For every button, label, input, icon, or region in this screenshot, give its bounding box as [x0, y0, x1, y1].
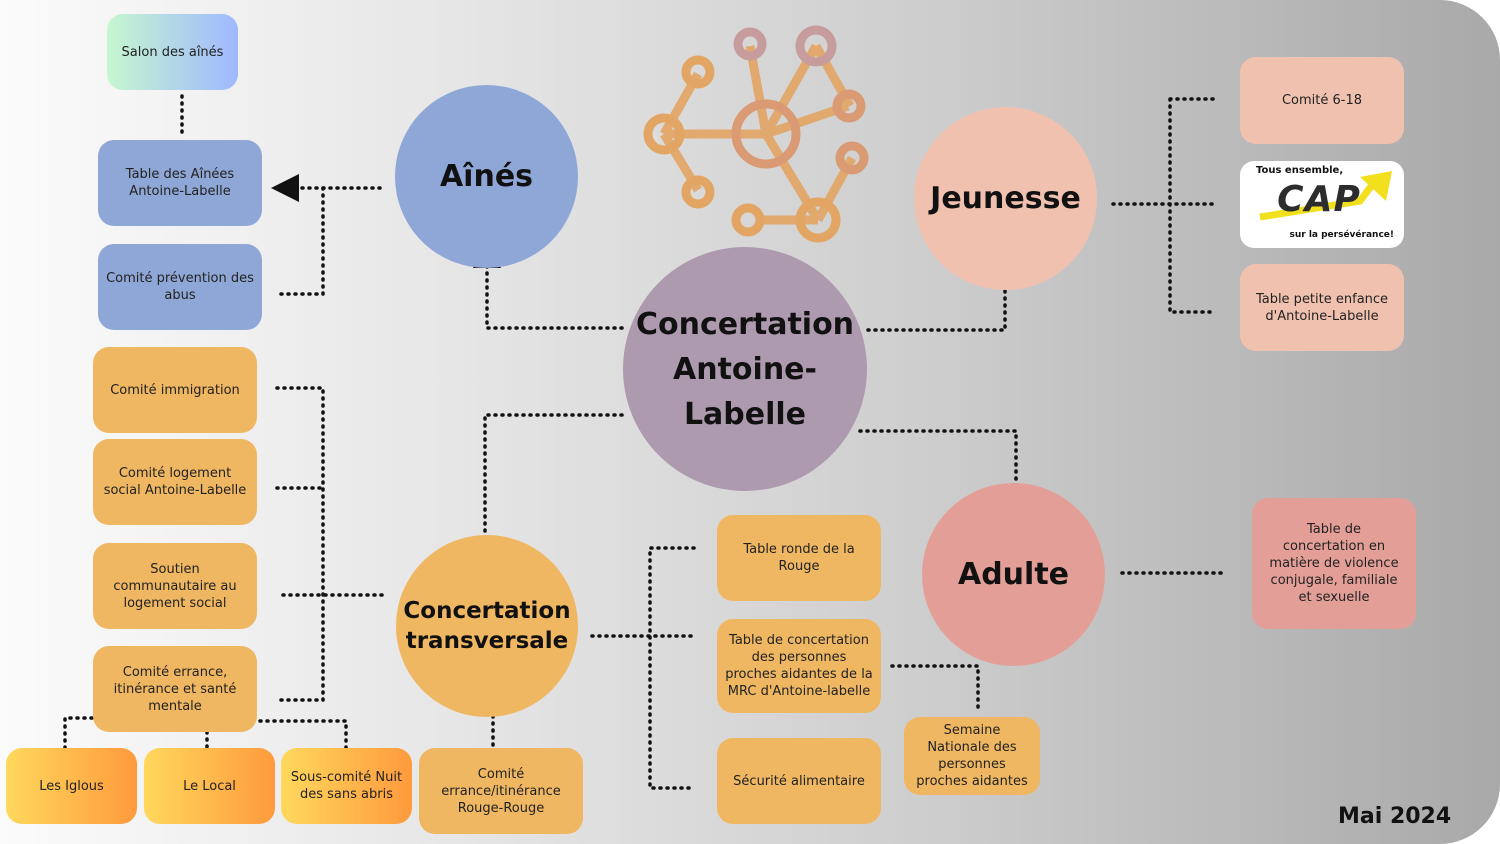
node-soutien-communautaire[interactable]: Soutien communautaire au logement social [93, 543, 257, 629]
hub-aines[interactable]: Aînés [395, 85, 578, 268]
hub-transversale-line-2: transversale [405, 628, 569, 654]
node-table-ronde-rouge[interactable]: Table ronde de la Rouge [717, 515, 881, 601]
hub-adulte[interactable]: Adulte [922, 483, 1105, 666]
hub-transversale[interactable]: Concertation transversale [396, 535, 578, 717]
node-logement-social[interactable]: Comité logement social Antoine-Labelle [93, 439, 257, 525]
node-comite-immigration[interactable]: Comité immigration [93, 347, 257, 433]
hub-jeunesse[interactable]: Jeunesse [914, 107, 1097, 290]
node-table-aines[interactable]: Table des Aînées Antoine-Labelle [98, 140, 262, 226]
center-line-3: Labelle [683, 396, 807, 432]
node-prevention-abus[interactable]: Comité prévention des abus [98, 244, 262, 330]
hub-transversale-line-1: Concertation [403, 598, 571, 624]
cap-logo[interactable]: Tous ensemble, CAP sur la persévérance! [1240, 161, 1404, 248]
cap-tagline-top: Tous ensemble, [1256, 165, 1344, 176]
date-label: Mai 2024 [1338, 804, 1452, 829]
node-errance-rouge[interactable]: Comité errance/itinérance Rouge-Rouge [419, 748, 583, 834]
hub-aines-label: Aînés [439, 159, 534, 194]
node-le-local[interactable]: Le Local [144, 748, 275, 824]
hub-adulte-label: Adulte [957, 557, 1070, 592]
node-proches-aidantes[interactable]: Table de concertation des personnes proc… [717, 619, 881, 713]
center-node[interactable]: Concertation Antoine- Labelle [623, 247, 867, 491]
node-table-petite-enfance[interactable]: Table petite enfance d'Antoine-Labelle [1240, 264, 1404, 351]
node-les-iglous[interactable]: Les Iglous [6, 748, 137, 824]
node-comite-6-18[interactable]: Comité 6-18 [1240, 57, 1404, 144]
center-line-2: Antoine- [673, 351, 817, 387]
cap-wordmark: CAP [1277, 179, 1361, 220]
node-nuit-sans-abris[interactable]: Sous-comité Nuit des sans abris [281, 748, 412, 824]
hub-jeunesse-label: Jeunesse [930, 181, 1081, 216]
cap-tagline-bottom: sur la persévérance! [1289, 230, 1394, 240]
cap-arrow-icon [1259, 171, 1392, 221]
node-violence-conjugale[interactable]: Table de concertation en matière de viol… [1252, 498, 1416, 629]
network-molecule-icon [643, 25, 869, 243]
node-salon-aines[interactable]: Salon des aînés [107, 14, 238, 90]
node-semaine-nationale[interactable]: Semaine Nationale des personnes proches … [904, 717, 1040, 795]
node-errance-itinerance[interactable]: Comité errance, itinérance et santé ment… [93, 646, 257, 732]
node-securite-alimentaire[interactable]: Sécurité alimentaire [717, 738, 881, 824]
center-line-1: Concertation [635, 306, 855, 342]
